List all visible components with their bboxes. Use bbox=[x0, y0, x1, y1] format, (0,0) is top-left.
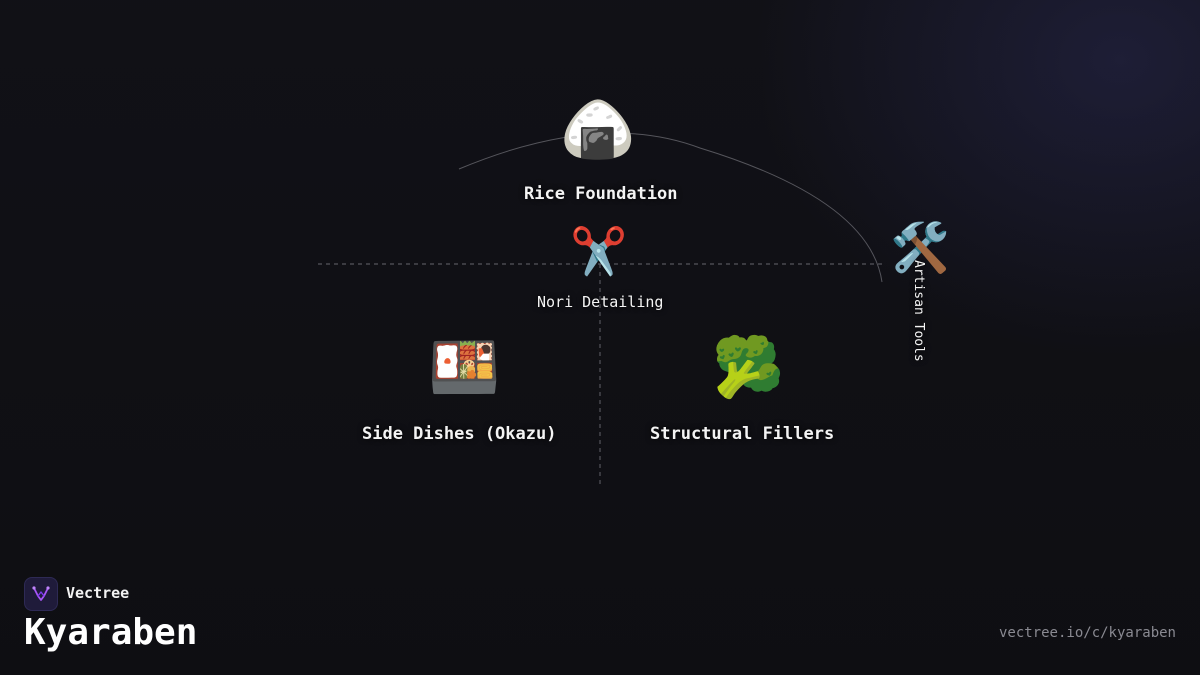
node-label-artisan-tools: Artisan Tools bbox=[911, 260, 926, 362]
node-label-side-dishes: Side Dishes (Okazu) bbox=[362, 424, 557, 444]
node-label-structural-fillers: Structural Fillers bbox=[650, 424, 835, 444]
rice-ball-icon: 🍙 bbox=[560, 95, 636, 165]
broccoli-icon: 🥦 bbox=[712, 333, 785, 401]
page-title: Kyaraben bbox=[24, 612, 198, 653]
vectree-logo-icon bbox=[24, 577, 58, 611]
brand-name: Vectree bbox=[66, 584, 130, 602]
scissors-icon: ✂️ bbox=[570, 224, 628, 278]
node-label-nori-detailing: Nori Detailing bbox=[537, 293, 664, 311]
bento-box-icon: 🍱 bbox=[428, 333, 501, 401]
arc-connector bbox=[458, 132, 883, 283]
page-url[interactable]: vectree.io/c/kyaraben bbox=[998, 625, 1176, 641]
hammer-wrench-icon: 🛠️ bbox=[890, 220, 950, 276]
node-label-rice-foundation: Rice Foundation bbox=[524, 184, 678, 204]
